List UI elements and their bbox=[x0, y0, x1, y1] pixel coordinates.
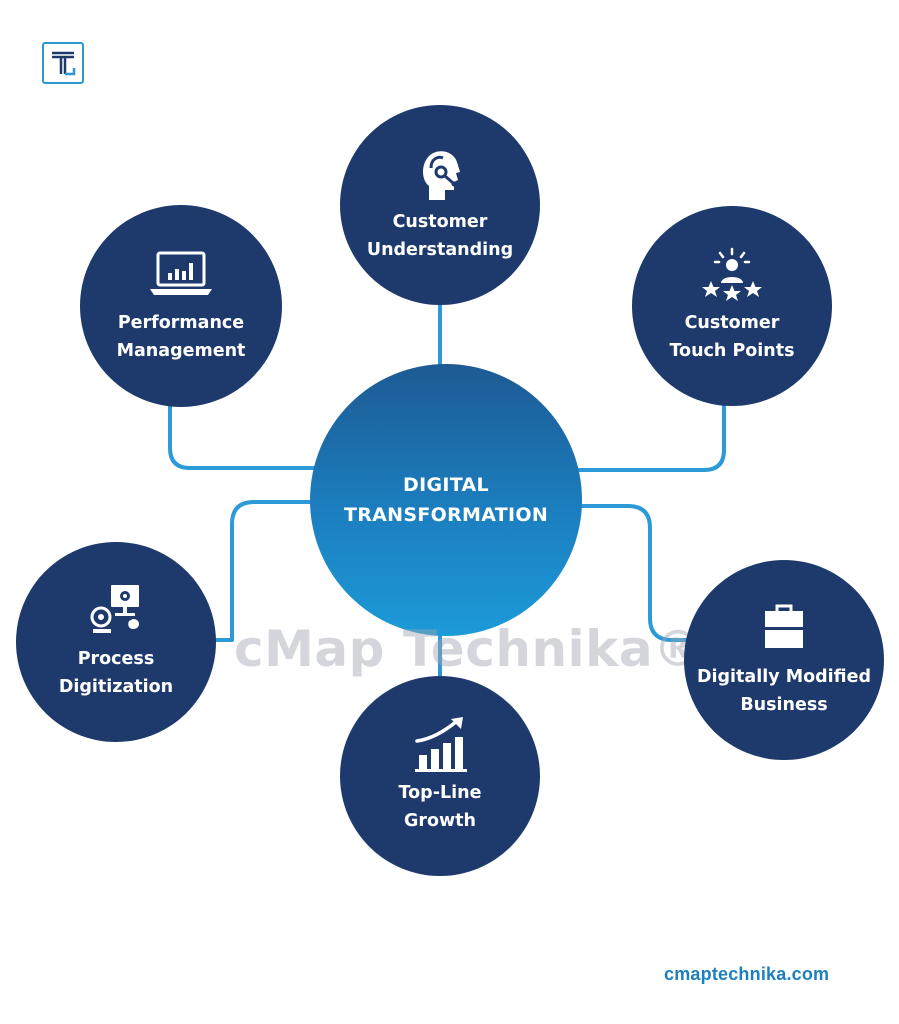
node-label: Performance Management bbox=[117, 309, 246, 365]
node-customer-touch-points: Customer Touch Points bbox=[632, 206, 832, 406]
growth-chart-icon bbox=[415, 717, 467, 772]
label-line2: Touch Points bbox=[669, 341, 795, 361]
node-top-line-growth: Top-Line Growth bbox=[340, 676, 540, 876]
laptop-chart-icon bbox=[150, 251, 212, 295]
briefcase-icon bbox=[765, 604, 803, 648]
label-line2: Understanding bbox=[366, 240, 514, 260]
node-process-digitization: Process Digitization bbox=[16, 542, 216, 742]
label-line2: Management bbox=[116, 341, 246, 361]
t-logo-icon bbox=[52, 51, 76, 76]
digital-transformation-hub: DIGITAL TRANSFORMATION bbox=[310, 364, 582, 636]
label-line1: Customer bbox=[684, 313, 780, 333]
hub-title-line1: DIGITAL bbox=[403, 474, 489, 496]
headset-head-icon bbox=[423, 151, 460, 200]
node-digitally-modified-business: Digitally Modified Business bbox=[684, 560, 884, 760]
node-label: Process Digitization bbox=[59, 645, 173, 701]
connector-performance-management bbox=[168, 398, 320, 470]
website-link[interactable]: cmaptechnika.com bbox=[664, 964, 830, 984]
node-label: Top-Line Growth bbox=[399, 779, 482, 835]
hub-title-line2: TRANSFORMATION bbox=[343, 504, 549, 526]
node-customer-understanding: Customer Understanding bbox=[340, 105, 540, 305]
label-line1: Process bbox=[77, 649, 155, 669]
connector-digitally-modified bbox=[576, 504, 692, 642]
computer-gear-icon bbox=[90, 585, 139, 633]
label-line1: Performance bbox=[117, 313, 245, 333]
node-performance-management: Performance Management bbox=[80, 205, 282, 407]
watermark: cMap Technika® bbox=[234, 620, 704, 678]
label-line1: Customer bbox=[392, 212, 488, 232]
label-line2: Digitization bbox=[58, 677, 174, 697]
node-label: Digitally Modified Business bbox=[697, 663, 871, 719]
connector-process-digitization bbox=[210, 500, 320, 642]
label-line1: Top-Line bbox=[398, 783, 482, 803]
label-line1: Digitally Modified bbox=[696, 667, 872, 687]
node-label: Customer Touch Points bbox=[669, 309, 794, 365]
brand-logo bbox=[42, 42, 84, 84]
label-line2: Business bbox=[740, 695, 828, 715]
person-stars-icon bbox=[702, 247, 762, 301]
connector-customer-touch-points bbox=[576, 402, 726, 472]
label-line2: Growth bbox=[403, 811, 476, 831]
node-label: Customer Understanding bbox=[367, 208, 513, 264]
